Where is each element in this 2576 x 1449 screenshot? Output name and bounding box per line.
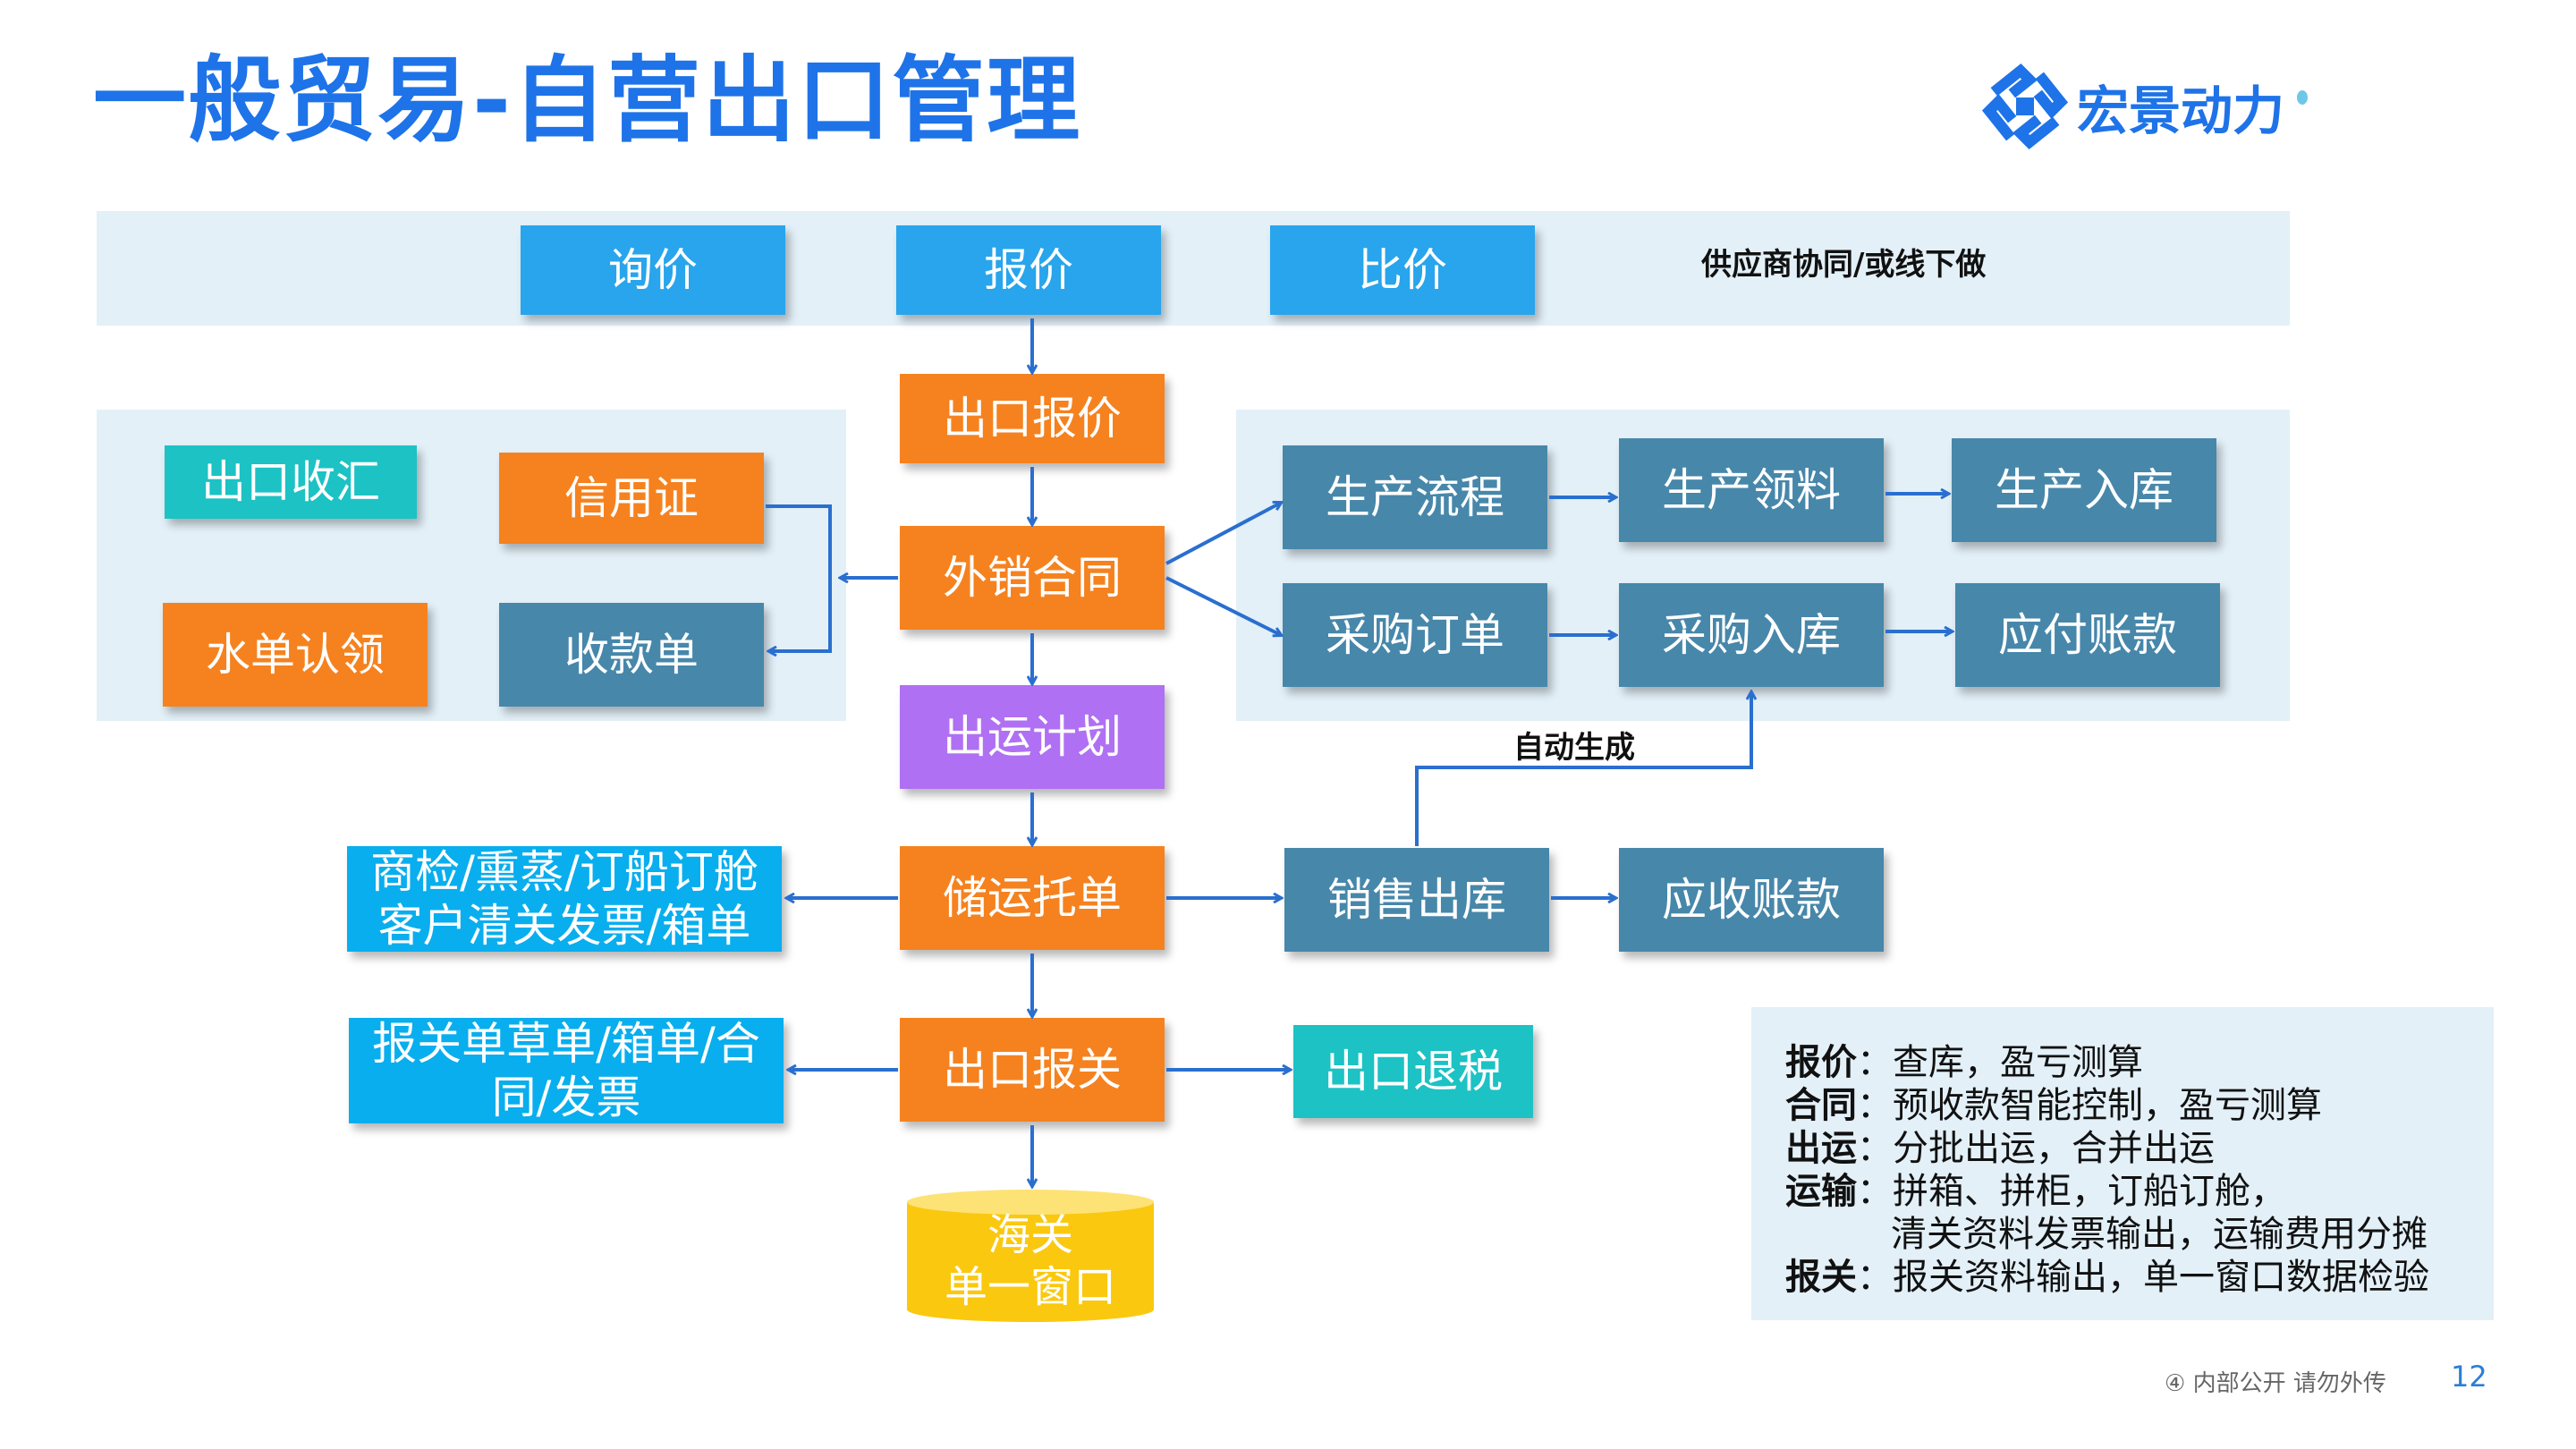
supplier-note: 供应商协同/或线下做 [1701,247,1987,283]
customs-declaration-box[interactable]: 出口报关 [900,1018,1165,1122]
info-colon: ： [1857,1128,1893,1169]
info-colon: ： [1857,1085,1893,1126]
declaration-docs-line-2: 同/发票 [491,1072,641,1123]
production-material-box[interactable]: 生产领料 [1619,438,1884,542]
info-line-transport: 运输：拼箱、拼柜，订船订舱， [1785,1170,2494,1213]
info-colon: ： [1857,1257,1893,1298]
arrow-outbound-to-purchase [1415,692,1751,846]
export-receipt-box[interactable]: 出口收汇 [165,445,417,519]
customs-window-cylinder[interactable]: 海关 单一窗口 [905,1188,1156,1324]
inquiry-box[interactable]: 询价 [521,225,785,315]
arrow-contract-to-production [1165,503,1281,565]
inspection-docs-line-2: 客户清关发票/箱单 [377,900,751,952]
page-number: 12 [2451,1360,2487,1394]
export-quote-box[interactable]: 出口报价 [900,374,1165,463]
info-line-transport-cont: 清关资料发票输出，运输费用分摊 [1785,1213,2494,1256]
receivables-box[interactable]: 应收账款 [1619,848,1884,952]
info-text: 预收款智能控制，盈亏测算 [1893,1085,2322,1126]
cylinder-label: 海关 单一窗口 [905,1209,1156,1313]
sales-outbound-box[interactable]: 销售出库 [1284,848,1549,952]
bill-claim-box[interactable]: 水单认领 [163,603,428,707]
arrow-credit-to-receipt [766,504,832,651]
auto-generate-label: 自动生成 [1513,730,1635,766]
cylinder-line-2: 单一窗口 [944,1262,1116,1312]
info-text: 清关资料发票输出，运输费用分摊 [1891,1214,2428,1255]
info-box: 报价：查库，盈亏测算 合同：预收款智能控制，盈亏测算 出运：分批出运，合并出运 … [1751,1007,2494,1320]
purchase-order-box[interactable]: 采购订单 [1283,583,1547,687]
logo-dot [2297,90,2309,105]
logo-icon [1981,63,2069,150]
info-key: 出运 [1785,1128,1857,1169]
info-line-quote: 报价：查库，盈亏测算 [1785,1041,2494,1084]
quote-box[interactable]: 报价 [896,225,1161,315]
export-tax-refund-box[interactable]: 出口退税 [1293,1025,1533,1118]
arrow-contract-to-purchase [1165,576,1281,635]
info-line-contract: 合同：预收款智能控制，盈亏测算 [1785,1084,2494,1127]
production-flow-box[interactable]: 生产流程 [1283,445,1547,549]
purchase-storage-box[interactable]: 采购入库 [1619,583,1884,687]
letter-of-credit-box[interactable]: 信用证 [499,453,764,544]
info-line-shipping: 出运：分批出运，合并出运 [1785,1127,2494,1170]
declaration-docs-box[interactable]: 报关单草单/箱单/合 同/发票 [349,1018,784,1123]
info-text: 报关资料输出，单一窗口数据检验 [1893,1257,2429,1298]
cylinder-shape [907,1190,1154,1322]
inspection-docs-box[interactable]: 商检/熏蒸/订船订舱 客户清关发票/箱单 [347,846,782,952]
logo-text: 宏景动力 [2077,80,2285,141]
info-key: 报关 [1785,1257,1857,1298]
shipping-plan-box[interactable]: 出运计划 [900,685,1165,789]
declaration-docs-line-1: 报关单草单/箱单/合 [372,1018,760,1070]
cylinder-line-1: 海关 [987,1210,1073,1260]
info-text: 分批出运，合并出运 [1893,1128,2215,1169]
info-colon: ： [1857,1042,1893,1083]
info-key: 报价 [1785,1042,1857,1083]
payables-box[interactable]: 应付账款 [1955,583,2220,687]
page-title: 一般贸易-自营出口管理 [93,46,1082,155]
info-line-customs: 报关：报关资料输出，单一窗口数据检验 [1785,1256,2494,1299]
info-text: 查库，盈亏测算 [1893,1042,2143,1083]
brand-logo: 宏景动力 [1980,57,2309,156]
production-storage-box[interactable]: 生产入库 [1952,438,2216,542]
export-contract-box[interactable]: 外销合同 [900,526,1165,630]
inspection-docs-line-1: 商检/熏蒸/订船订舱 [370,846,758,898]
info-colon: ： [1857,1171,1893,1212]
info-key: 运输 [1785,1171,1857,1212]
info-text: 拼箱、拼柜，订船订舱， [1893,1171,2286,1212]
footer-label: ④ 内部公开 请勿外传 [2165,1370,2386,1397]
storage-order-box[interactable]: 储运托单 [900,846,1165,950]
compare-box[interactable]: 比价 [1270,225,1535,315]
receipt-voucher-box[interactable]: 收款单 [499,603,764,707]
top-row-panel [97,211,2290,326]
info-key: 合同 [1785,1085,1857,1126]
